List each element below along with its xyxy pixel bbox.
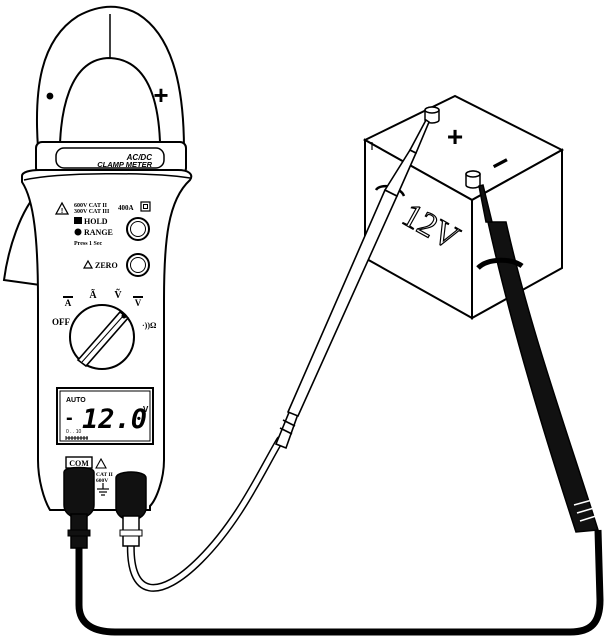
clamp-label-clamp-meter: CLAMP METER	[97, 160, 152, 169]
dial-label-v-ac: Ṽ	[114, 289, 122, 301]
clamp-label-acdc: AC/DC	[126, 153, 153, 162]
zero-label: ZERO	[95, 261, 118, 270]
jack-warning-icon	[95, 457, 107, 469]
lcd-mode: AUTO	[66, 397, 86, 404]
warning-icon: !	[54, 201, 70, 215]
rating-line2: 300V CAT III	[74, 209, 110, 215]
battery-plus-label: +	[447, 121, 463, 152]
hold-label: HOLD	[84, 217, 108, 226]
clamp-jaws	[35, 5, 185, 169]
polarity-plus-label: +	[153, 80, 168, 110]
red-probe	[274, 118, 430, 450]
polarity-dot-label: •	[46, 83, 54, 110]
black-lead-wire	[75, 529, 604, 636]
lcd-screen	[59, 390, 151, 442]
double-insulation-icon	[140, 201, 151, 212]
jack-cat-line1: CAT II	[96, 472, 113, 478]
battery-side	[471, 148, 563, 320]
lcd-reading: 12.0	[82, 404, 147, 435]
zero-triangle-icon	[82, 259, 94, 269]
battery	[362, 94, 565, 320]
com-label: COM	[69, 459, 89, 468]
lcd-bargraph	[65, 436, 88, 440]
dial-label-a-dc: A	[65, 298, 72, 308]
lcd-scale-label: 0 . . 10	[66, 429, 82, 435]
range-icon	[74, 228, 82, 236]
dial-label-v-dc: V	[135, 298, 142, 308]
svg-text:!: !	[61, 208, 63, 215]
v-plug	[115, 471, 147, 547]
dial-label-off: OFF	[52, 317, 70, 327]
hold-icon	[74, 217, 82, 224]
black-probe	[476, 184, 599, 533]
range-label: RANGE	[84, 228, 113, 237]
rating-current: 400A	[118, 204, 134, 212]
rotary-selector-knob[interactable]	[69, 304, 135, 370]
negative-terminal	[465, 170, 481, 189]
com-plug	[63, 466, 95, 549]
lcd-sign: -	[66, 407, 73, 429]
lcd-unit: V	[143, 405, 149, 414]
press-label: Press 1 Sec	[74, 241, 103, 247]
dc-symbol-icon	[63, 296, 73, 298]
dial-label-a-ac: Ã	[89, 289, 97, 301]
ground-icon	[97, 483, 109, 496]
dial-label-ohm: ·))Ω	[142, 321, 157, 330]
rating-line1: 600V CAT II	[74, 203, 108, 209]
jack-cat-line2: 600V	[96, 478, 108, 484]
